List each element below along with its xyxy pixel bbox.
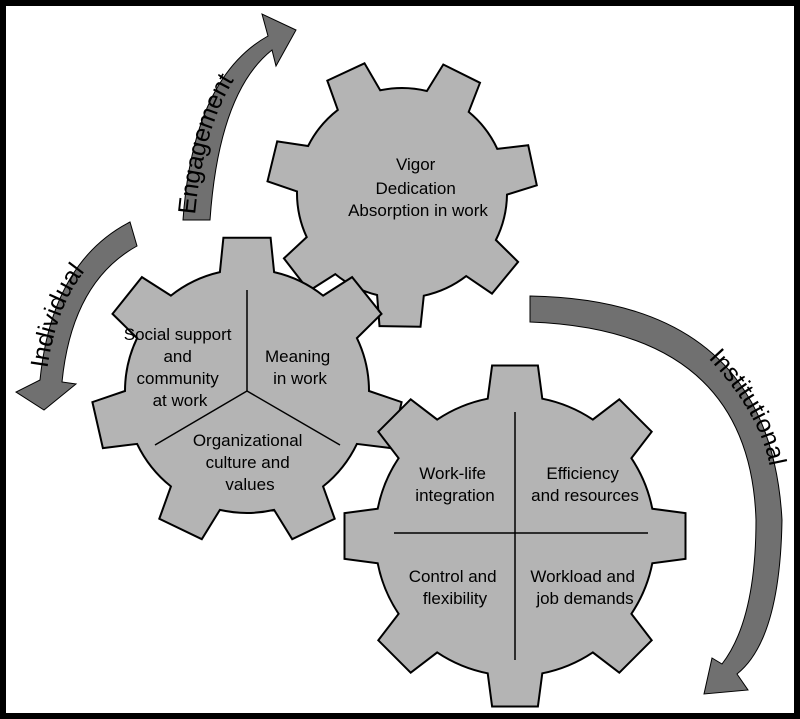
gear-label-workload-1: Workload and — [530, 567, 635, 586]
gear-label-worklife-2: integration — [415, 486, 494, 505]
gear-label-meaning-1: Meaning — [265, 347, 330, 366]
control-text: Control and flexibility — [409, 567, 502, 608]
gear-label-control-1: Control and — [409, 567, 497, 586]
meaning-text: Meaning in work — [265, 347, 335, 388]
engagement-gear-shape — [266, 62, 538, 328]
gear-label-meaning-2: in work — [273, 369, 327, 388]
gear-label-control-2: flexibility — [423, 589, 488, 608]
engagement-gear: Vigor Dedication Absorption in work — [266, 62, 538, 328]
gear-label-social-4: at work — [153, 391, 208, 410]
gear-label-culture-2: culture and — [206, 453, 290, 472]
gear-label-absorption: Absorption in work — [348, 201, 488, 220]
individual-divider-right — [246, 390, 341, 446]
gear-label-efficiency-2: and resources — [531, 486, 639, 505]
engagement-arrow-shape — [182, 13, 297, 221]
work-life-text: Work-life integration — [415, 464, 494, 505]
gear-label-culture-1: Organizational — [193, 431, 303, 450]
gear-label-social-1: Social support — [124, 325, 232, 344]
efficiency-text: Efficiency and resources — [531, 464, 639, 505]
institutional-gear: Work-life integration Efficiency and res… — [343, 364, 687, 708]
gear-label-social-2: and — [163, 347, 191, 366]
social-support-text: Social support and community at work — [124, 325, 236, 410]
gear-label-dedication: Dedication — [375, 179, 455, 198]
culture-text: Organizational culture and values — [193, 431, 307, 494]
individual-arrow-shape — [14, 221, 138, 411]
gear-label-social-3: community — [137, 369, 220, 388]
workload-text: Workload and job demands — [530, 567, 639, 608]
gear-label-worklife-1: Work-life — [419, 464, 486, 483]
gear-label-efficiency-1: Efficiency — [546, 464, 619, 483]
gear-label-culture-3: values — [225, 475, 274, 494]
institutional-arrow-shape — [529, 295, 783, 695]
individual-divider-left — [154, 390, 248, 446]
engagement-gear-text: Vigor Dedication Absorption in work — [348, 155, 488, 220]
individual-gear: Social support and community at work Mea… — [91, 236, 403, 541]
gear-label-vigor: Vigor — [396, 155, 436, 174]
gear-label-workload-2: job demands — [535, 589, 633, 608]
